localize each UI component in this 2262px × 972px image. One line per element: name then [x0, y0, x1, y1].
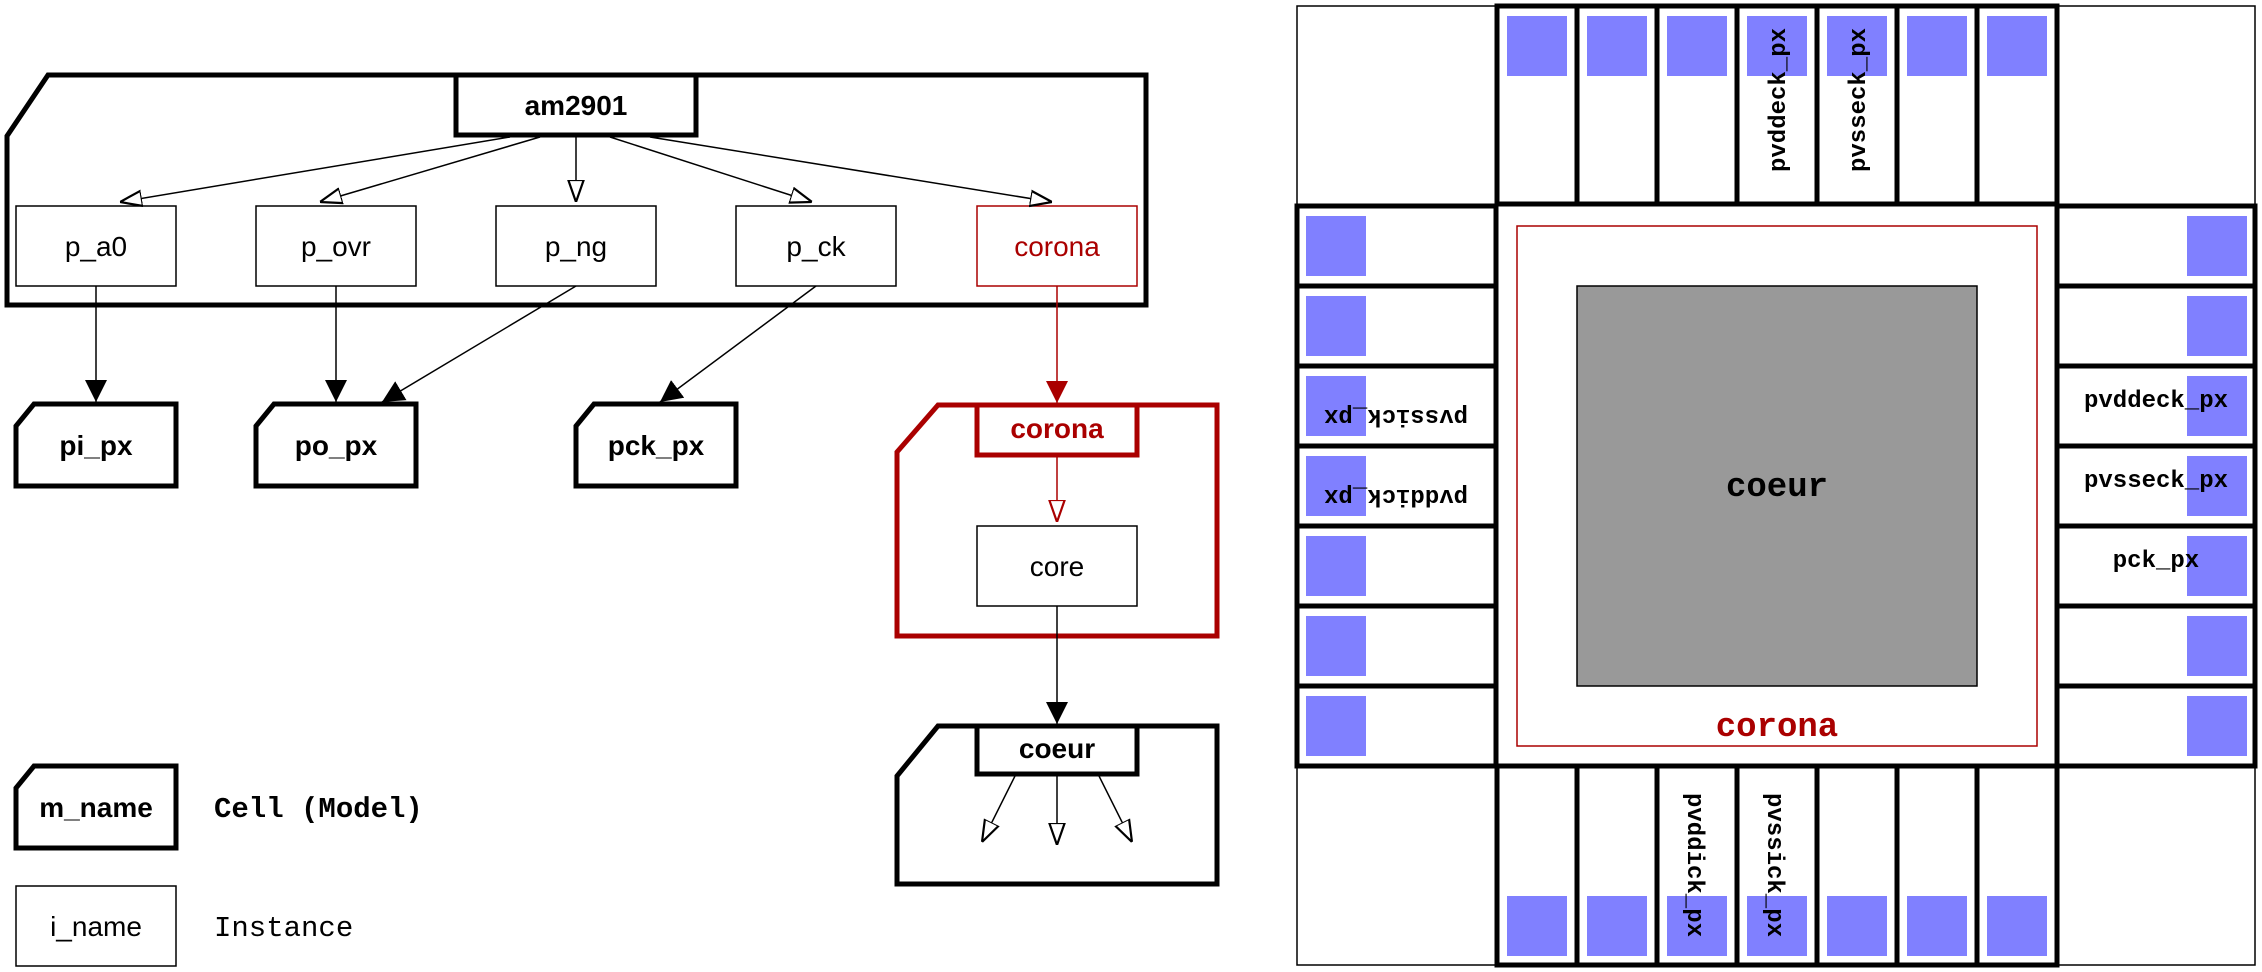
edge-coeur-child-left [982, 775, 1016, 842]
edge-p-ck-pck-px [659, 285, 817, 403]
pad-square [1306, 696, 1366, 756]
top-pad-label-pvsseck: pvsseck_px [1846, 28, 1873, 172]
cell-label-pi-px: pi_px [59, 430, 133, 461]
pad-square [2187, 536, 2247, 596]
legend-model-name: m_name [39, 792, 153, 823]
coeur-block [1576, 285, 1978, 687]
am2901-title-box [453, 72, 699, 138]
pad-square [1907, 896, 1967, 956]
instance-label-corona: corona [1014, 231, 1100, 262]
legend-instance-box [15, 885, 177, 967]
right-pad-label-pvddeck: pvddeck_px [2084, 388, 2228, 415]
pad-square [1507, 16, 1567, 76]
edge-p-ng-po-px [381, 285, 577, 403]
edge-am2901-p-a0 [120, 136, 511, 202]
legend-instance-desc: Instance [214, 912, 353, 945]
hierarchy-diagram: am2901 p_a0 p_ovr p_ng p_ck corona pi_px… [4, 72, 1220, 967]
coeur-cell-frame [894, 723, 1220, 887]
bottom-pad-label-pvddick: pvddick_px [1680, 793, 1707, 937]
cell-label-pck-px: pck_px [608, 430, 705, 461]
pad-square [2187, 616, 2247, 676]
instance-label-p-ovr: p_ovr [301, 231, 371, 262]
bottom-pad-label-pvssick: pvssick_px [1760, 793, 1787, 937]
pad-square [1667, 896, 1727, 956]
corona-ring-label: corona [1716, 709, 1838, 747]
cell-frame-pck-px [573, 401, 739, 489]
right-pad-column: pvddeck_px pvsseck_px pck_px [2054, 203, 2258, 769]
pad-square [1987, 16, 2047, 76]
right-pad-label-pck: pck_px [2113, 548, 2199, 575]
instance-label-p-a0: p_a0 [65, 231, 127, 262]
legend-model-desc: Cell (Model) [214, 793, 423, 826]
edge-am2901-p-ovr [320, 136, 541, 202]
instance-box-corona [976, 205, 1138, 287]
left-pad-label-pvddick: pvddick_px [1324, 482, 1468, 509]
pad-square [2187, 216, 2247, 276]
instance-box-p-ng [495, 205, 657, 287]
pad-square [1907, 16, 1967, 76]
pad-square [1667, 16, 1727, 76]
pad-square [1507, 896, 1567, 956]
pad-square [1747, 16, 1807, 76]
pad-square [2187, 456, 2247, 516]
pad-square [1827, 896, 1887, 956]
am2901-cell-frame [4, 72, 1149, 308]
coeur-title-box [974, 723, 1140, 777]
pad-square [2187, 696, 2247, 756]
am2901-title: am2901 [525, 90, 628, 121]
legend-instance-name: i_name [50, 911, 142, 942]
pad-square [1306, 376, 1366, 436]
instance-label-p-ck: p_ck [786, 231, 846, 262]
pad-square [1747, 896, 1807, 956]
instance-box-core [976, 525, 1138, 607]
instance-label-p-ng: p_ng [545, 231, 607, 262]
pad-square [1587, 16, 1647, 76]
pad-square [1306, 296, 1366, 356]
left-pad-label-pvssick: pvssick_px [1324, 402, 1468, 429]
pad-square [1306, 456, 1366, 516]
coeur-block-label: coeur [1726, 469, 1828, 507]
instance-box-p-a0 [15, 205, 177, 287]
top-pad-row: pvddeck_px pvsseck_px [1494, 3, 2060, 207]
instance-box-p-ck [735, 205, 897, 287]
pad-square [1306, 616, 1366, 676]
edge-am2901-p-ck [609, 136, 812, 202]
top-pad-label-pvddeck: pvddeck_px [1766, 28, 1793, 172]
cell-frame-pi-px [13, 401, 179, 489]
coeur-title: coeur [1019, 733, 1095, 764]
cell-frame-po-px [253, 401, 419, 489]
pad-square [2187, 296, 2247, 356]
legend-model-box [13, 763, 179, 851]
cell-label-po-px: po_px [295, 430, 378, 461]
bottom-pad-row: pvddick_px pvssick_px [1494, 763, 2060, 968]
corona-ring [1516, 225, 2038, 747]
corona-title-box [974, 402, 1140, 458]
right-pad-label-pvsseck: pvsseck_px [2084, 468, 2228, 495]
corona-title: corona [1010, 413, 1104, 444]
pad-square [1306, 536, 1366, 596]
pad-square [2187, 376, 2247, 436]
pad-square [1587, 896, 1647, 956]
pad-square [1987, 896, 2047, 956]
left-pad-column: pvssick_px pvddick_px [1294, 203, 1499, 769]
pad-square [1827, 16, 1887, 76]
instance-label-core: core [1030, 551, 1084, 582]
pad-square [1306, 216, 1366, 276]
edge-am2901-corona [649, 136, 1052, 202]
edge-coeur-child-right [1098, 775, 1132, 842]
chip-layout: pvddeck_px pvsseck_px pvddick_px pvssick… [1294, 3, 2258, 968]
